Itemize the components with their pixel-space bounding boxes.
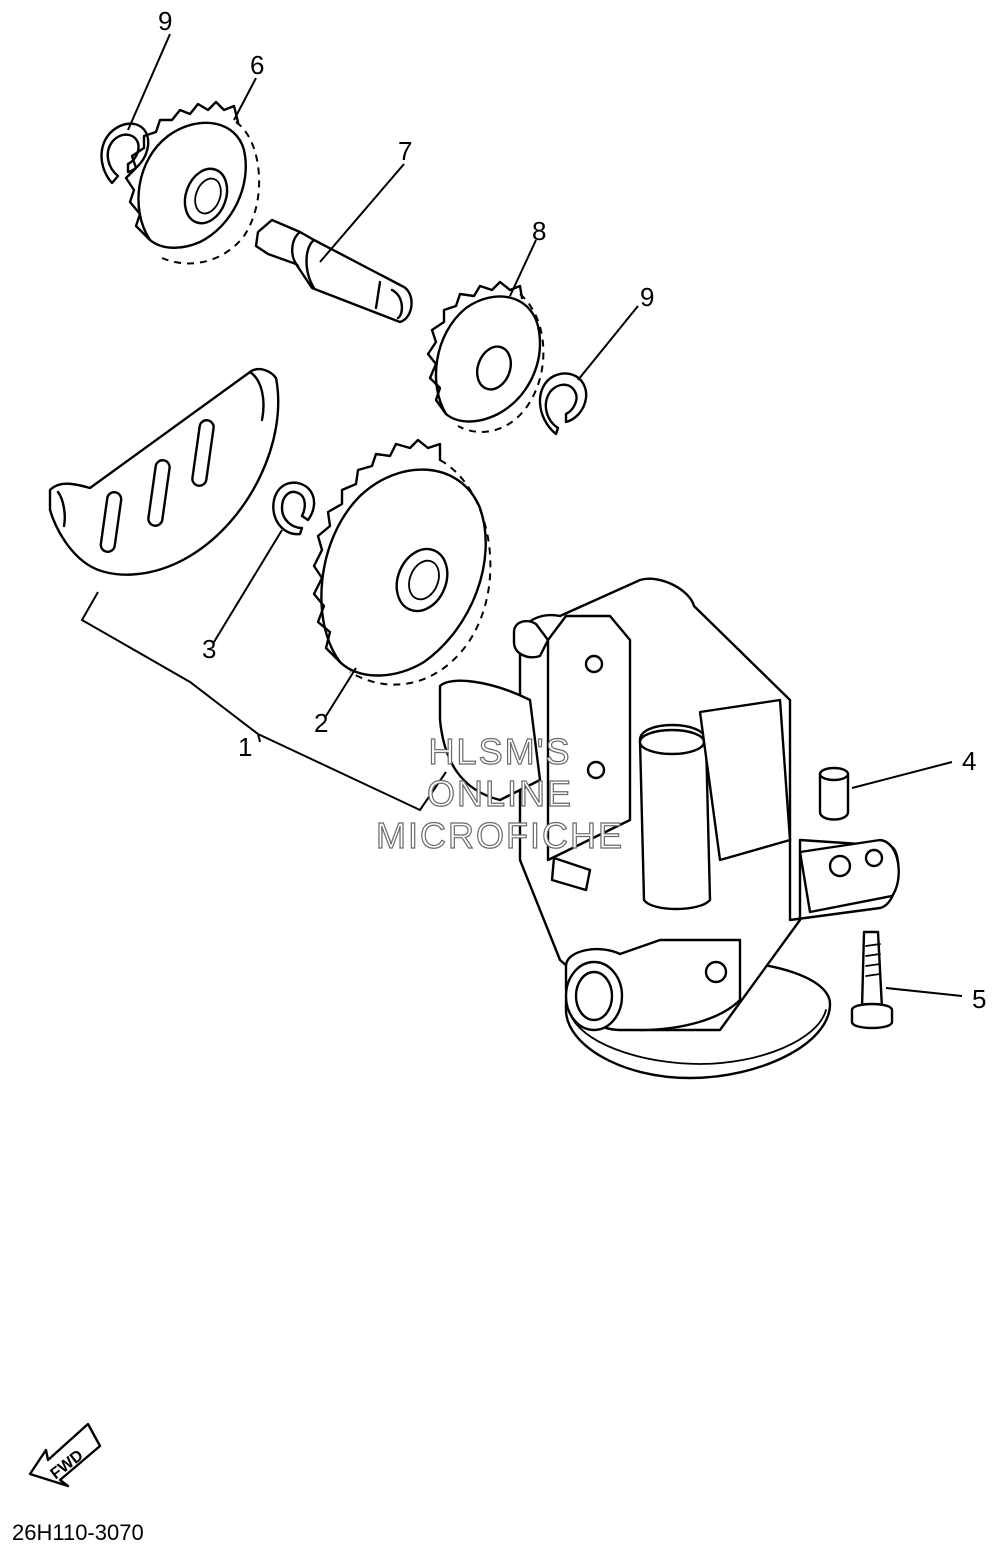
callout-9-upper: 9	[158, 6, 172, 36]
callout-6: 6	[250, 50, 264, 80]
pump-shaft	[254, 218, 413, 324]
watermark-line-2: ONLINE	[427, 773, 573, 814]
callout-leaders	[80, 33, 963, 997]
bolt	[850, 930, 894, 1030]
callout-4: 4	[962, 746, 976, 776]
watermark-line-1: HLSM'S	[429, 731, 572, 772]
driven-gear-middle	[426, 280, 545, 433]
watermark-line-3: MICROFICHE	[376, 815, 624, 856]
circlip-gear	[272, 481, 316, 536]
circlip-upper	[100, 122, 150, 185]
drive-gear-upper	[124, 100, 261, 265]
circlip-lower	[538, 372, 588, 436]
callout-2: 2	[314, 708, 328, 738]
dowel-pin	[818, 766, 850, 821]
watermark: HLSM'S ONLINE MICROFICHE	[375, 730, 624, 856]
callout-3: 3	[202, 634, 216, 664]
callout-5: 5	[972, 984, 986, 1014]
pump-cover	[48, 367, 280, 576]
callout-1: 1	[238, 732, 252, 762]
callout-7: 7	[398, 136, 412, 166]
large-pump-gear	[312, 438, 492, 686]
oil-pump-body	[438, 577, 900, 1080]
forward-direction-arrow: FWD	[28, 1422, 102, 1488]
callout-8: 8	[532, 216, 546, 246]
drawing-code: 26H110-3070	[12, 1520, 144, 1545]
callout-9-lower: 9	[640, 282, 654, 312]
